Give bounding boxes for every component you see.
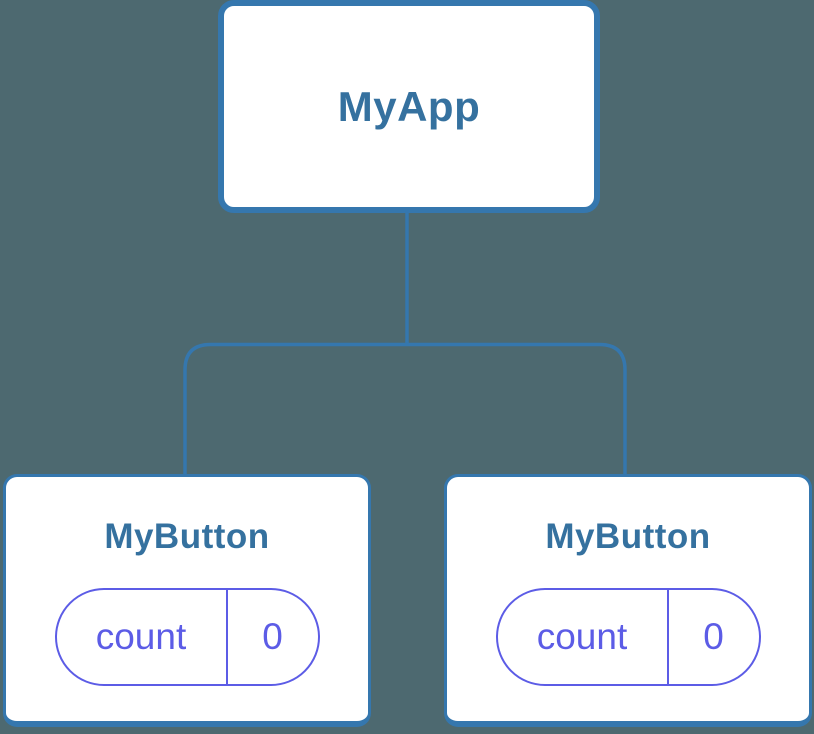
state-divider (225, 590, 228, 684)
state-pill: count 0 (495, 588, 761, 686)
root-component-label: MyApp (337, 82, 481, 130)
child-component-label: MyButton (545, 517, 711, 556)
state-divider (666, 590, 669, 684)
branch-bracket-line (183, 342, 627, 478)
child-component-card-1: MyButton count 0 (3, 474, 371, 727)
state-pill: count 0 (54, 588, 320, 686)
child-component-card-2: MyButton count 0 (444, 474, 812, 727)
child-component-label: MyButton (104, 517, 270, 556)
state-value: 0 (703, 616, 724, 657)
state-name: count (536, 616, 628, 657)
state-name: count (95, 616, 187, 657)
root-component-card: MyApp (218, 0, 600, 213)
state-value: 0 (262, 616, 283, 657)
